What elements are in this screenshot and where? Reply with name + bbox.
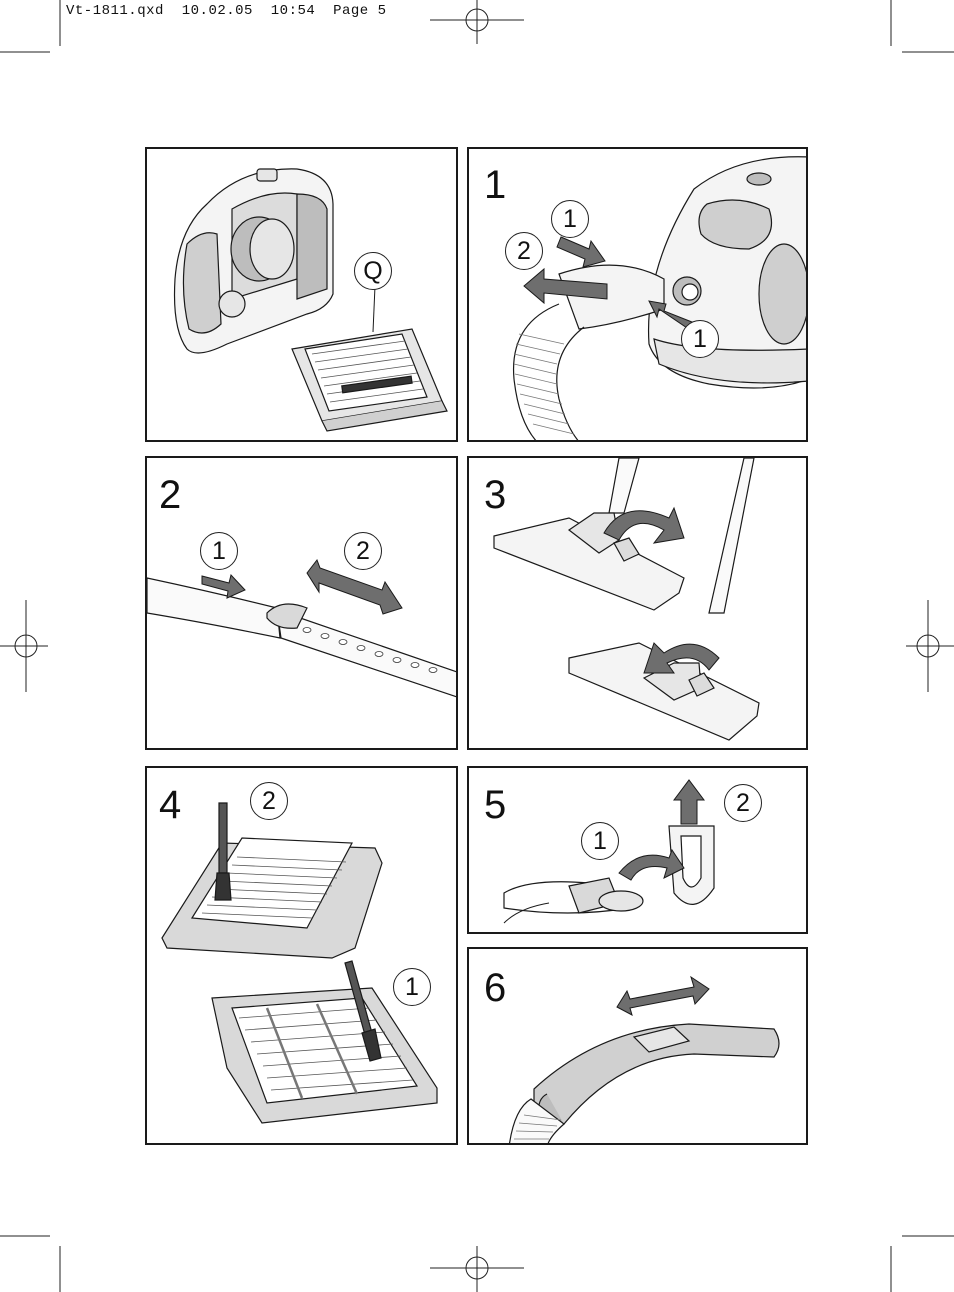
- print-slug: Vt-1811.qxd 10.02.05 10:54 Page 5: [66, 3, 387, 19]
- panel-filter-q: Q: [145, 147, 458, 442]
- callout-2: 2: [344, 532, 382, 570]
- slug-file: Vt-1811.qxd: [66, 3, 164, 19]
- arrow-icon: [673, 779, 705, 825]
- step-number: 3: [484, 473, 507, 517]
- arrow-icon: [523, 267, 608, 305]
- slug-date: 10.02.05: [181, 3, 253, 19]
- callout-2: 2: [250, 782, 288, 820]
- hose-handle-illustration: [509, 975, 780, 1143]
- panel-step-4: 4 2: [145, 766, 458, 1145]
- registration-mark: [430, 0, 524, 44]
- slug-page: Page 5: [333, 3, 387, 19]
- slug-time: 10:54: [270, 3, 316, 19]
- curved-arrow-icon: [643, 642, 720, 674]
- curved-arrow-icon: [618, 848, 685, 881]
- panel-step-2: 2 1 2: [145, 456, 458, 750]
- floor-brush-illustration: [493, 458, 760, 741]
- telescopic-tube-illustration: [147, 558, 456, 698]
- double-arrow-icon: [616, 975, 710, 1016]
- callout-1: 1: [681, 320, 719, 358]
- callout-1: 1: [581, 822, 619, 860]
- arrow-icon: [556, 236, 606, 268]
- panel-step-1: 1 1 2 1: [467, 147, 808, 442]
- step-number: 6: [484, 966, 507, 1010]
- hose-removal-illustration: [512, 156, 806, 440]
- curved-arrow-icon: [603, 506, 685, 544]
- callout-q: Q: [354, 252, 392, 290]
- step-number: 1: [484, 163, 507, 207]
- filter-cleaning-illustration: [161, 802, 438, 1124]
- panel-step-6: 6: [467, 947, 808, 1145]
- registration-mark: [906, 600, 954, 692]
- double-arrow-icon: [306, 558, 403, 615]
- hose-clip-illustration: [503, 779, 715, 924]
- callout-2: 2: [724, 784, 762, 822]
- panel-step-3: 3: [467, 456, 808, 750]
- callout-1: 1: [551, 200, 589, 238]
- callout-1: 1: [393, 968, 431, 1006]
- step-number: 4: [159, 783, 182, 827]
- registration-mark: [0, 600, 48, 692]
- registration-mark: [430, 1246, 524, 1292]
- callout-2: 2: [505, 232, 543, 270]
- brush-icon: [218, 802, 228, 874]
- vacuum-filter-illustration: [173, 168, 448, 432]
- arrow-icon: [201, 573, 246, 599]
- panel-step-5: 5 1 2: [467, 766, 808, 934]
- callout-1: 1: [200, 532, 238, 570]
- step-number: 2: [159, 473, 182, 517]
- step-number: 5: [484, 783, 507, 827]
